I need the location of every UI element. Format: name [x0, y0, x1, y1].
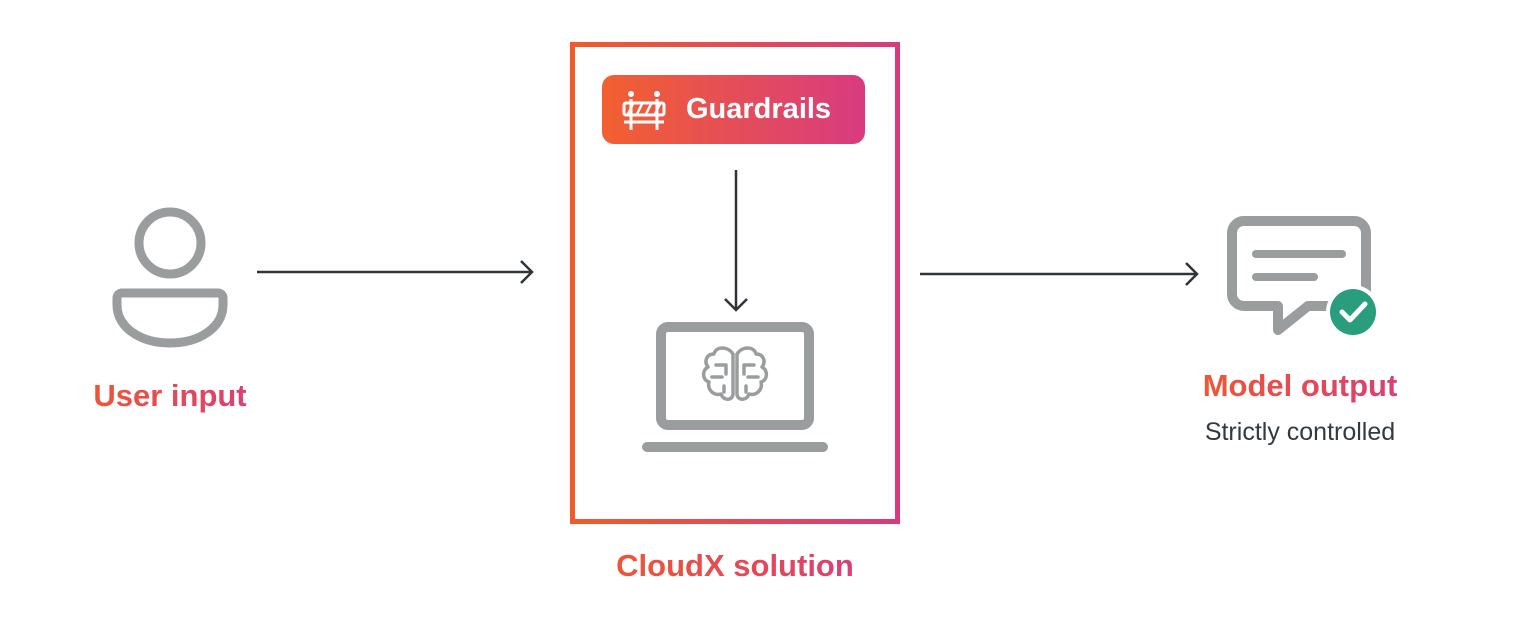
solution-label: CloudX solution	[570, 548, 900, 584]
model-output-sublabel: Strictly controlled	[1204, 418, 1396, 446]
laptop-brain-icon	[642, 322, 828, 452]
guardrails-badge: Guardrails	[602, 75, 865, 144]
user-input-label: User input	[60, 378, 280, 414]
user-icon	[112, 207, 228, 348]
arrow-guardrails-to-model	[724, 170, 748, 312]
guardrails-label: Guardrails	[686, 93, 832, 125]
arrow-solution-to-output	[920, 262, 1199, 286]
arrow-user-to-solution	[257, 260, 534, 284]
barrier-icon	[622, 90, 666, 130]
model-output-label: Model output	[1175, 368, 1425, 404]
chat-check-icon	[1227, 216, 1380, 339]
